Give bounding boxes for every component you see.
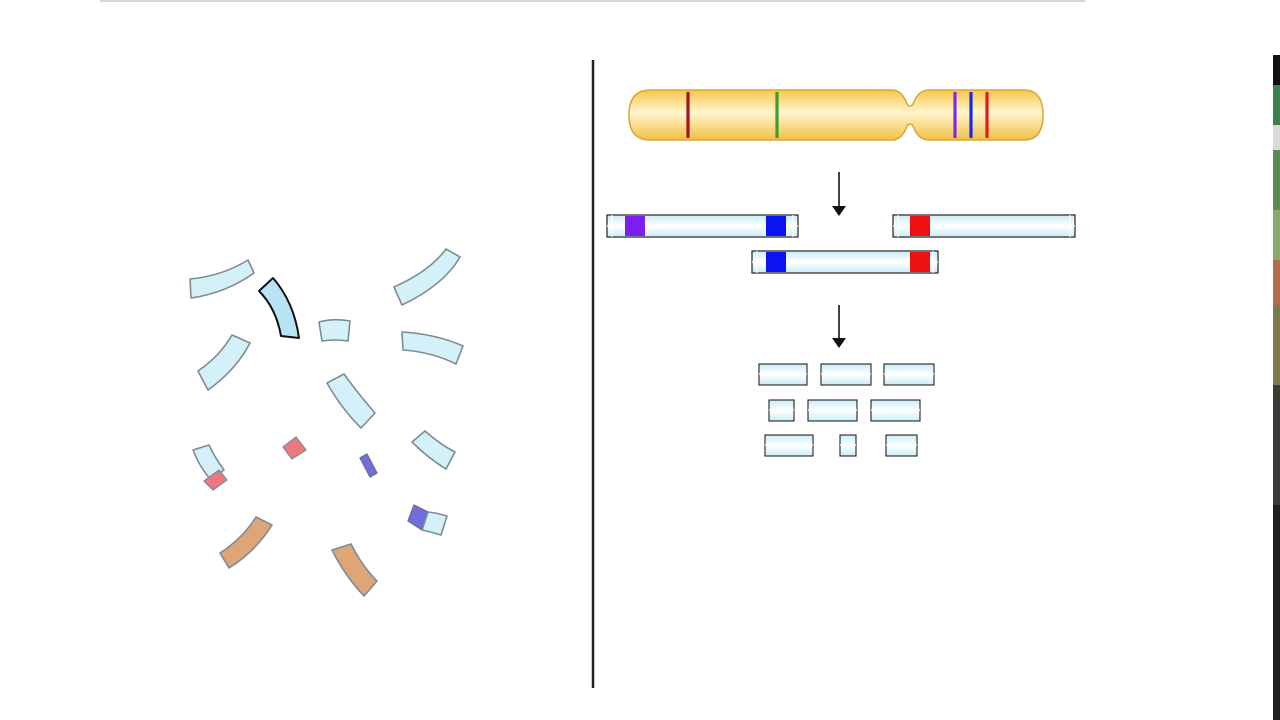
- clone-left: [606, 214, 799, 238]
- adjacent-window-edge: [1273, 0, 1280, 720]
- chromosome-body: [628, 89, 1044, 141]
- fragment: [197, 334, 251, 391]
- blue-marker: [766, 216, 786, 236]
- fragment-with-violet-marker: [421, 511, 448, 536]
- blue-marker: [766, 252, 786, 272]
- violet-fragment: [359, 453, 378, 478]
- small-fragment: [870, 399, 921, 422]
- clone-middle: [751, 250, 939, 274]
- small-fragment: [807, 399, 858, 422]
- pink-fragment: [282, 436, 307, 460]
- fragment: [326, 373, 376, 429]
- small-fragment: [758, 363, 808, 386]
- small-fragments: [758, 363, 935, 457]
- small-fragment: [885, 434, 918, 457]
- fragment: [411, 430, 456, 470]
- chromosome: [628, 89, 1044, 141]
- fragment: [318, 318, 351, 342]
- purple-marker: [625, 216, 645, 236]
- red-marker: [910, 216, 930, 236]
- small-fragment: [768, 399, 795, 422]
- tan-fragment: [219, 516, 273, 569]
- clone-right: [892, 214, 1076, 238]
- red-marker: [910, 252, 930, 272]
- overlapping-clones: [606, 214, 1076, 274]
- down-arrow-icon: [832, 172, 846, 216]
- fragment: [189, 259, 255, 299]
- tan-fragment: [331, 543, 378, 597]
- fragment-with-pink-marker: [192, 444, 225, 480]
- pink-marker: [203, 469, 228, 491]
- scattered-fragments-panel: [189, 248, 464, 597]
- small-fragment: [839, 434, 857, 457]
- down-arrow-icon: [832, 305, 846, 348]
- fragment: [393, 248, 461, 306]
- small-fragment: [764, 434, 814, 457]
- small-fragment: [883, 363, 935, 386]
- small-fragment: [820, 363, 872, 386]
- fragment: [401, 331, 464, 365]
- fragment-highlighted: [258, 277, 300, 339]
